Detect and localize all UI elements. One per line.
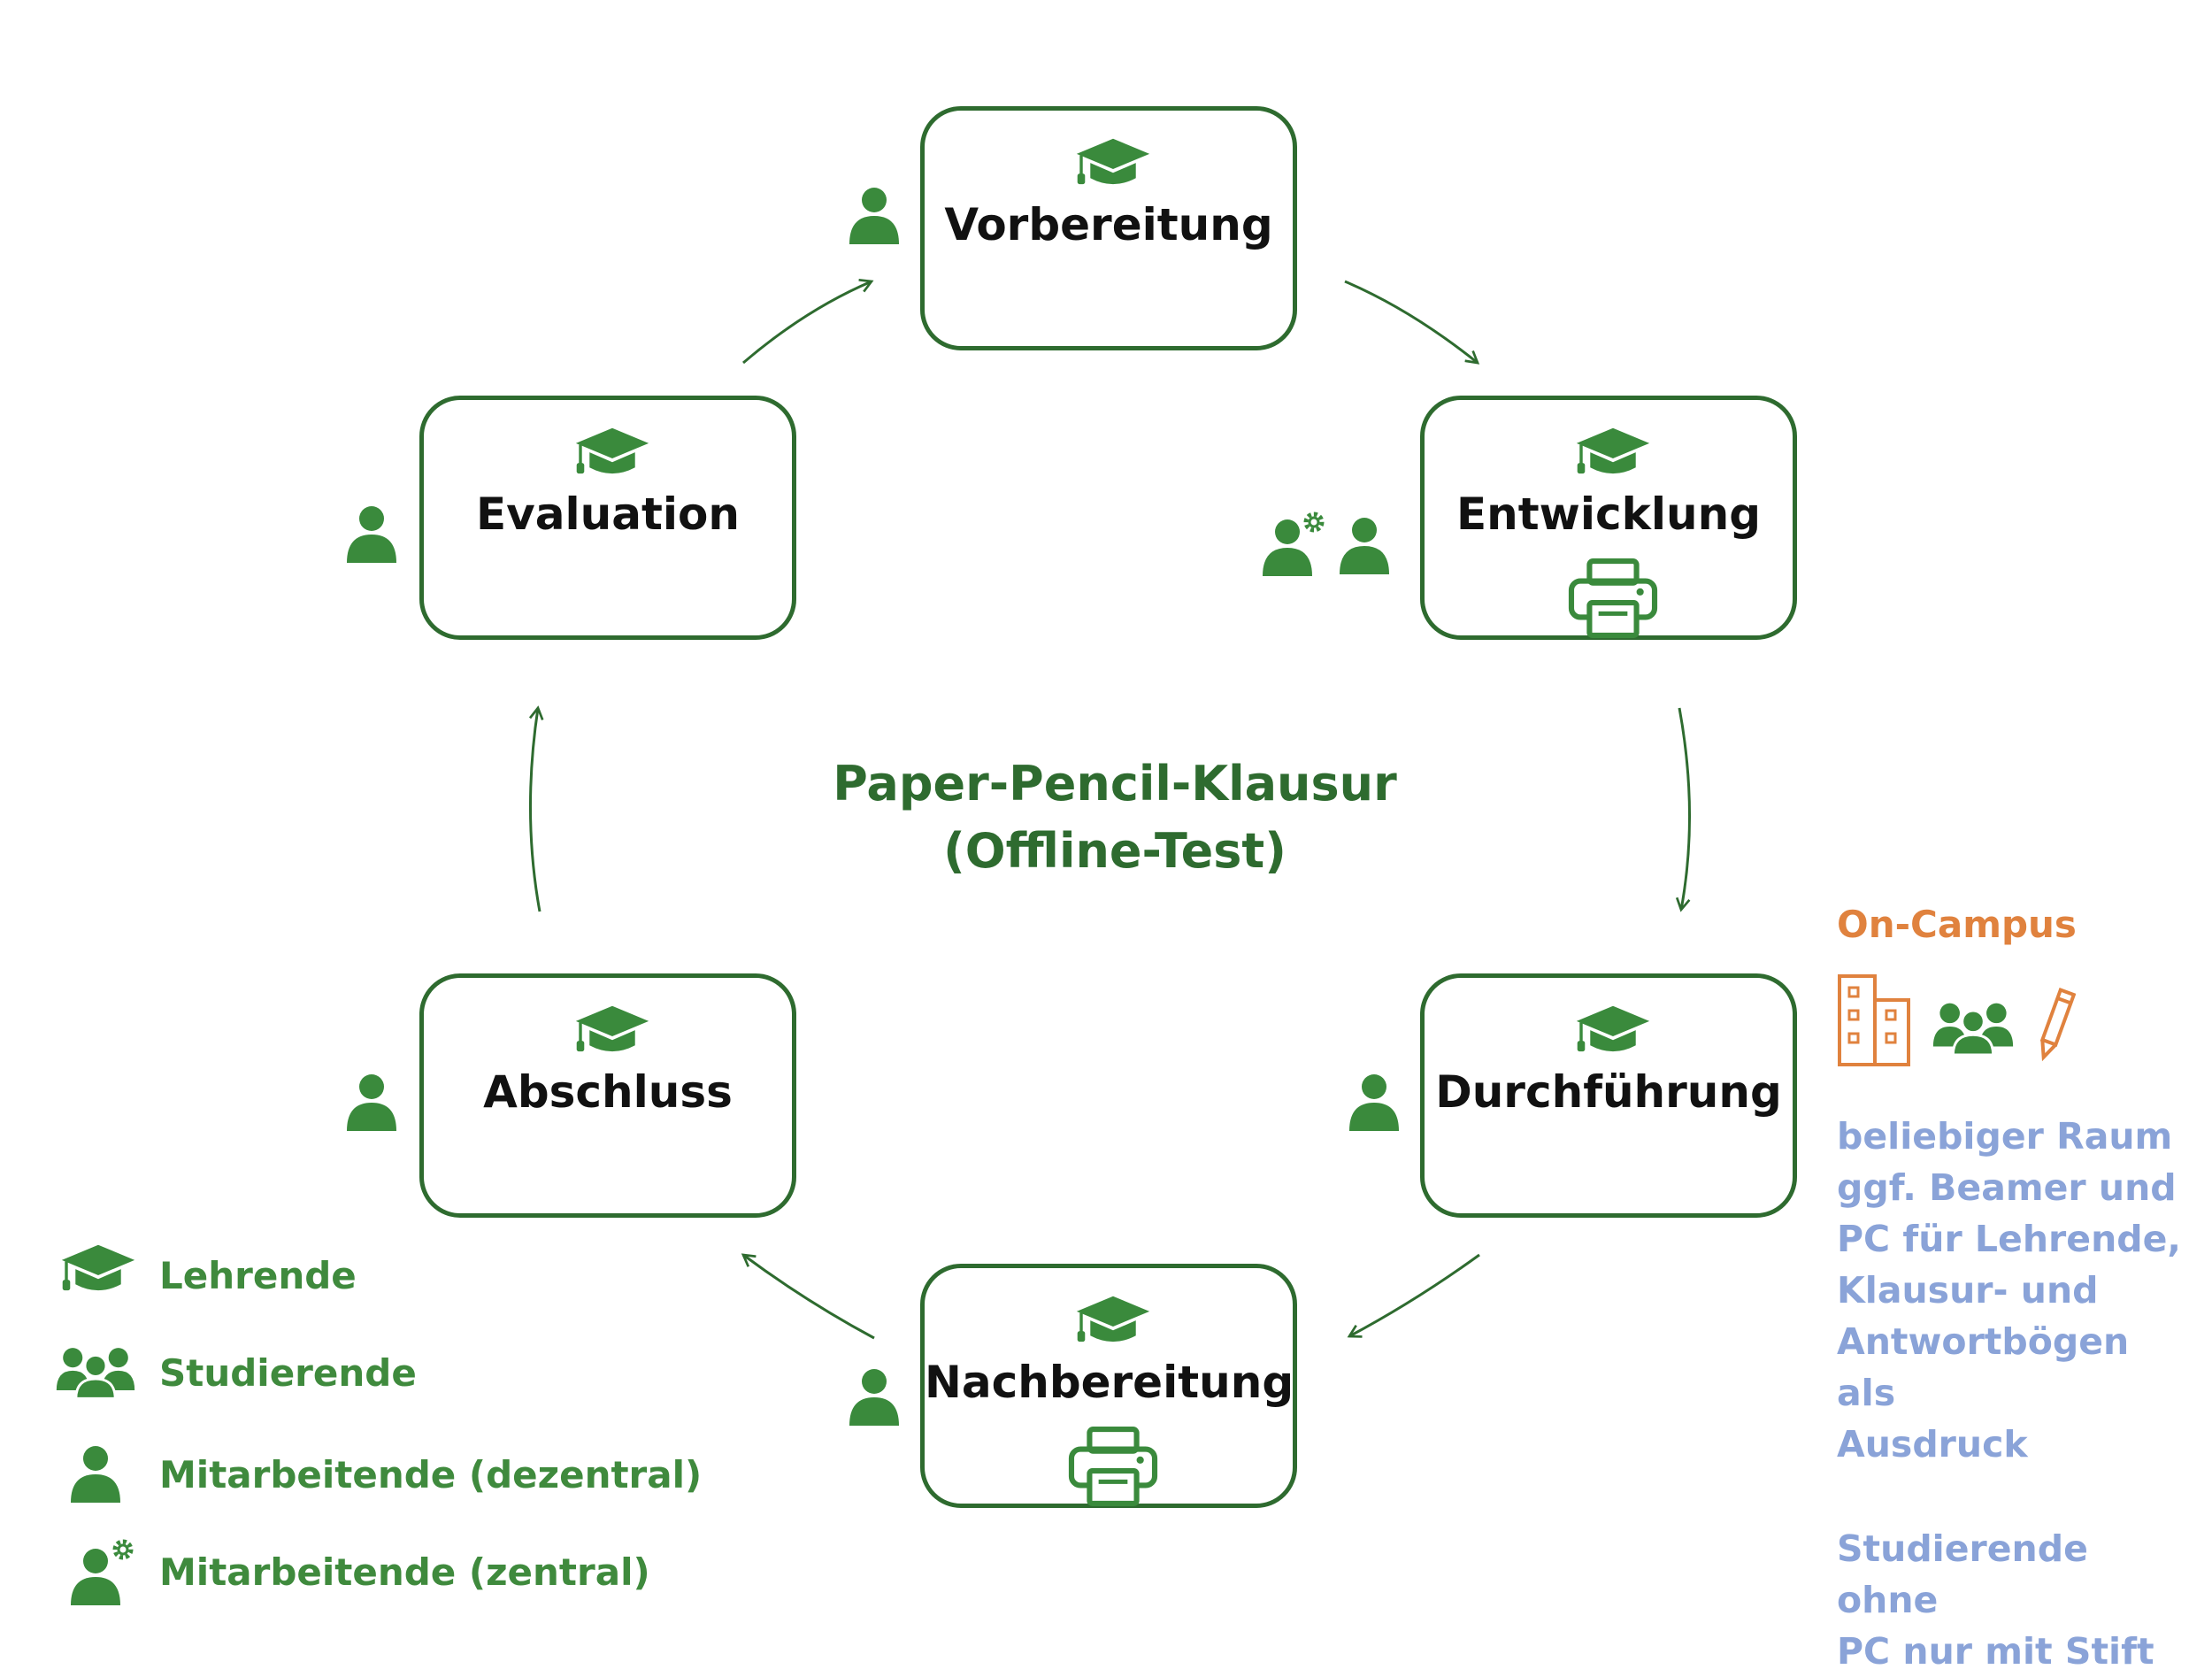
pencil-icon: [2039, 988, 2076, 1062]
graduation-cap-icon: [574, 427, 650, 480]
description-line: ggf. Beamer und: [1837, 1166, 2177, 1209]
person-icon: [69, 1444, 122, 1503]
group-icon: [1932, 996, 2015, 1056]
graduation-cap-icon: [60, 1243, 136, 1296]
phase-title: Entwicklung: [1456, 488, 1761, 540]
description-line: beliebiger Raum: [1837, 1115, 2173, 1158]
graduation-cap-icon: [1075, 1295, 1151, 1348]
legend-label-mitarbeitende-zentral: Mitarbeitende (zentral): [159, 1550, 650, 1594]
phase-box-durchfuehrung: Durchführung: [1420, 973, 1797, 1218]
gear-icon: [110, 1536, 136, 1563]
phase-box-nachbereitung: Nachbereitung: [920, 1264, 1297, 1508]
center-title-line-2: (Offline-Test): [943, 823, 1286, 879]
printer-icon: [1566, 558, 1660, 639]
diagram-center-title: Paper-Pencil-Klausur (Offline-Test): [752, 750, 1478, 885]
center-title-line-1: Paper-Pencil-Klausur: [833, 756, 1397, 812]
on-campus-description: beliebiger Raum ggf. Beamer und PC für L…: [1837, 1111, 2200, 1677]
group-icon: [55, 1341, 136, 1399]
phase-title: Evaluation: [476, 488, 740, 540]
phase-box-entwicklung: Entwicklung: [1420, 396, 1797, 640]
person-icon: [848, 186, 901, 244]
phase-title: Vorbereitung: [944, 199, 1273, 250]
legend-label-lehrende: Lehrende: [159, 1254, 357, 1297]
graduation-cap-icon: [574, 1004, 650, 1058]
arrow-evaluation-to-vorbereitung: [742, 278, 874, 365]
person-icon: [345, 504, 398, 563]
description-line: Antwortbögen als: [1837, 1320, 2130, 1414]
phase-box-vorbereitung: Vorbereitung: [920, 106, 1297, 350]
on-campus-title: On-Campus: [1837, 903, 2077, 946]
gear-icon: [1301, 509, 1327, 535]
arrow-nachbereitung-to-abschluss: [741, 1253, 875, 1340]
graduation-cap-icon: [1075, 137, 1151, 190]
arrow-vorbereitung-to-entwicklung: [1344, 280, 1480, 365]
description-line: PC nur mit Stift: [1837, 1630, 2154, 1673]
legend-label-mitarbeitende-dezentral: Mitarbeitende (dezentral): [159, 1453, 703, 1496]
arrow-entwicklung-to-durchfuehrung: [1675, 707, 1691, 912]
person-icon: [345, 1073, 398, 1131]
phase-box-abschluss: Abschluss: [419, 973, 796, 1218]
phase-title: Abschluss: [483, 1066, 733, 1118]
building-icon: [1838, 974, 1910, 1066]
description-line: Ausdruck: [1837, 1423, 2028, 1465]
description-line: Klausur- und: [1837, 1269, 2099, 1312]
person-icon: [1348, 1073, 1401, 1131]
phase-box-evaluation: Evaluation: [419, 396, 796, 640]
description-line: Studierende ohne: [1837, 1527, 2088, 1621]
graduation-cap-icon: [1575, 1004, 1651, 1058]
printer-icon: [1066, 1426, 1160, 1507]
arrow-abschluss-to-evaluation: [528, 705, 544, 912]
legend-label-studierende: Studierende: [159, 1351, 417, 1395]
description-line: PC für Lehrende,: [1837, 1218, 2181, 1260]
phase-title: Nachbereitung: [925, 1357, 1294, 1408]
arrow-durchfuehrung-to-nachbereitung: [1347, 1253, 1480, 1338]
person-icon: [1338, 516, 1391, 574]
phase-title: Durchführung: [1435, 1066, 1782, 1118]
graduation-cap-icon: [1575, 427, 1651, 480]
person-icon: [848, 1367, 901, 1426]
